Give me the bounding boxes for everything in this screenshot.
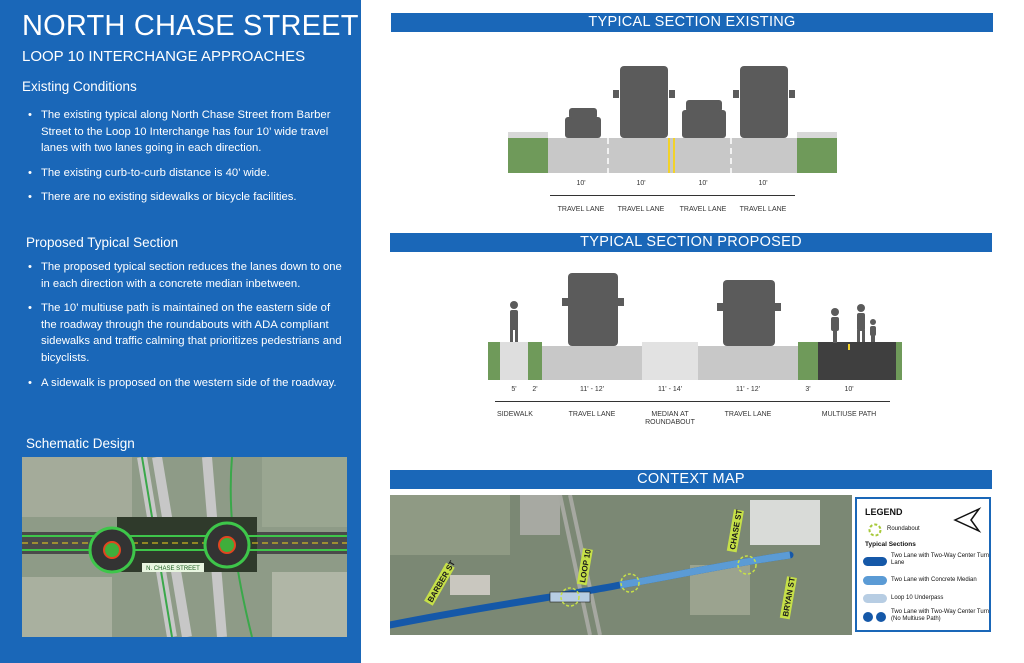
dim-label: 10' [698,180,708,187]
lane-label: SIDEWALK [497,411,533,418]
legend-typical-heading: Typical Sections [865,541,916,548]
list-item: The 10’ multiuse path is maintained on t… [22,300,342,366]
schematic-street-label: N. CHASE STREET [146,566,200,572]
pavement [548,138,797,173]
proposed-section-svg [488,273,902,380]
map-legend: LEGEND Roundabout Typical Sections Two L… [855,497,991,632]
multiuse-path [818,342,896,380]
legend-item-label: Loop 10 Underpass [891,595,944,601]
schematic-heading: Schematic Design [26,436,135,451]
roundabout-icon [868,523,882,537]
pedestrian-icon [857,304,865,342]
cyclist-icon [831,308,839,343]
proposed-bullets: The proposed typical section reduces the… [22,259,342,399]
lane-label: TRAVEL LANE [617,206,665,213]
existing-heading: Existing Conditions [22,79,137,94]
dim-label: 10' [636,180,646,187]
existing-section-svg [508,66,837,173]
median [642,342,698,380]
lane-label: TRAVEL LANE [739,206,787,213]
child-icon [870,319,876,342]
context-map-image: BARBER ST LOOP 10 CHASE ST BRYAN ST [390,495,852,635]
dimension-line [495,401,890,402]
lane-label: TRAVEL LANE [679,206,727,213]
list-item: The proposed typical section reduces the… [22,259,342,292]
dim-label: 3' [805,386,811,393]
existing-bullets: The existing typical along North Chase S… [22,107,342,214]
dim-label: 11' - 14' [658,386,682,393]
sidewalk [500,342,528,380]
list-item: The existing typical along North Chase S… [22,107,342,157]
dim-label: 11' - 12' [736,386,760,393]
pedestrian-icon [510,301,518,342]
dimension-line [550,195,795,196]
lane-label: TRAVEL LANE [557,206,605,213]
existing-section-drawing: 10' 10' 10' 10' TRAVEL LANE TRAVEL LANE … [505,60,840,220]
list-item: There are no existing sidewalks or bicyc… [22,189,342,206]
legend-swatch-dot [876,612,886,622]
proposed-heading: Proposed Typical Section [26,235,179,250]
context-map-svg: BARBER ST LOOP 10 CHASE ST BRYAN ST [390,495,852,635]
legend-swatch-dark [863,557,887,566]
left-panel: NORTH CHASE STREET LOOP 10 INTERCHANGE A… [0,0,361,663]
grass-right [797,135,837,173]
dim-label: 5' [511,386,517,393]
legend-swatch-light [863,594,887,603]
dim-label: 11' - 12' [580,386,604,393]
lane-label: MEDIAN AT ROUNDABOUT [645,411,695,426]
truck-icon [613,66,675,138]
page-subtitle: LOOP 10 INTERCHANGE APPROACHES [22,48,306,65]
north-arrow-icon [953,507,982,533]
dim-label: 10' [844,386,854,393]
lane-label: TRAVEL LANE [568,411,616,418]
legend-item-label: Two Lane with Concrete Median [891,577,977,583]
legend-title: LEGEND [865,507,903,517]
lane-label: TRAVEL LANE [724,411,772,418]
page-title: NORTH CHASE STREET [22,10,359,42]
grass-left [508,135,548,173]
car-icon [682,100,726,138]
legend-roundabout-label: Roundabout [887,526,920,532]
schematic-svg: N. CHASE STREET [22,457,347,637]
proposed-section-drawing: 5' 2' 11' - 12' 11' - 14' 11' - 12' 3' 1… [485,268,905,438]
legend-item-label: Two Lane with Two-Way Center Turn Lane [891,553,990,566]
truck-icon [562,273,624,346]
existing-section-title: TYPICAL SECTION EXISTING [391,13,993,32]
legend-item-label: Two Lane with Two-Way Center Turn (No Mu… [891,609,990,622]
legend-swatch-dot [863,612,873,622]
schematic-design-image: N. CHASE STREET [22,457,347,637]
proposed-section-title: TYPICAL SECTION PROPOSED [390,233,992,252]
dim-label: 2' [532,386,538,393]
truck-icon [717,280,781,346]
list-item: The existing curb-to-curb distance is 40… [22,165,342,182]
list-item: A sidewalk is proposed on the western si… [22,375,342,392]
dim-label: 10' [758,180,768,187]
dim-label: 10' [576,180,586,187]
lane-label: MULTIUSE PATH [821,411,877,418]
legend-swatch-mid [863,576,887,585]
truck-icon [733,66,795,138]
context-map-title: CONTEXT MAP [390,470,992,489]
car-icon [565,108,601,138]
